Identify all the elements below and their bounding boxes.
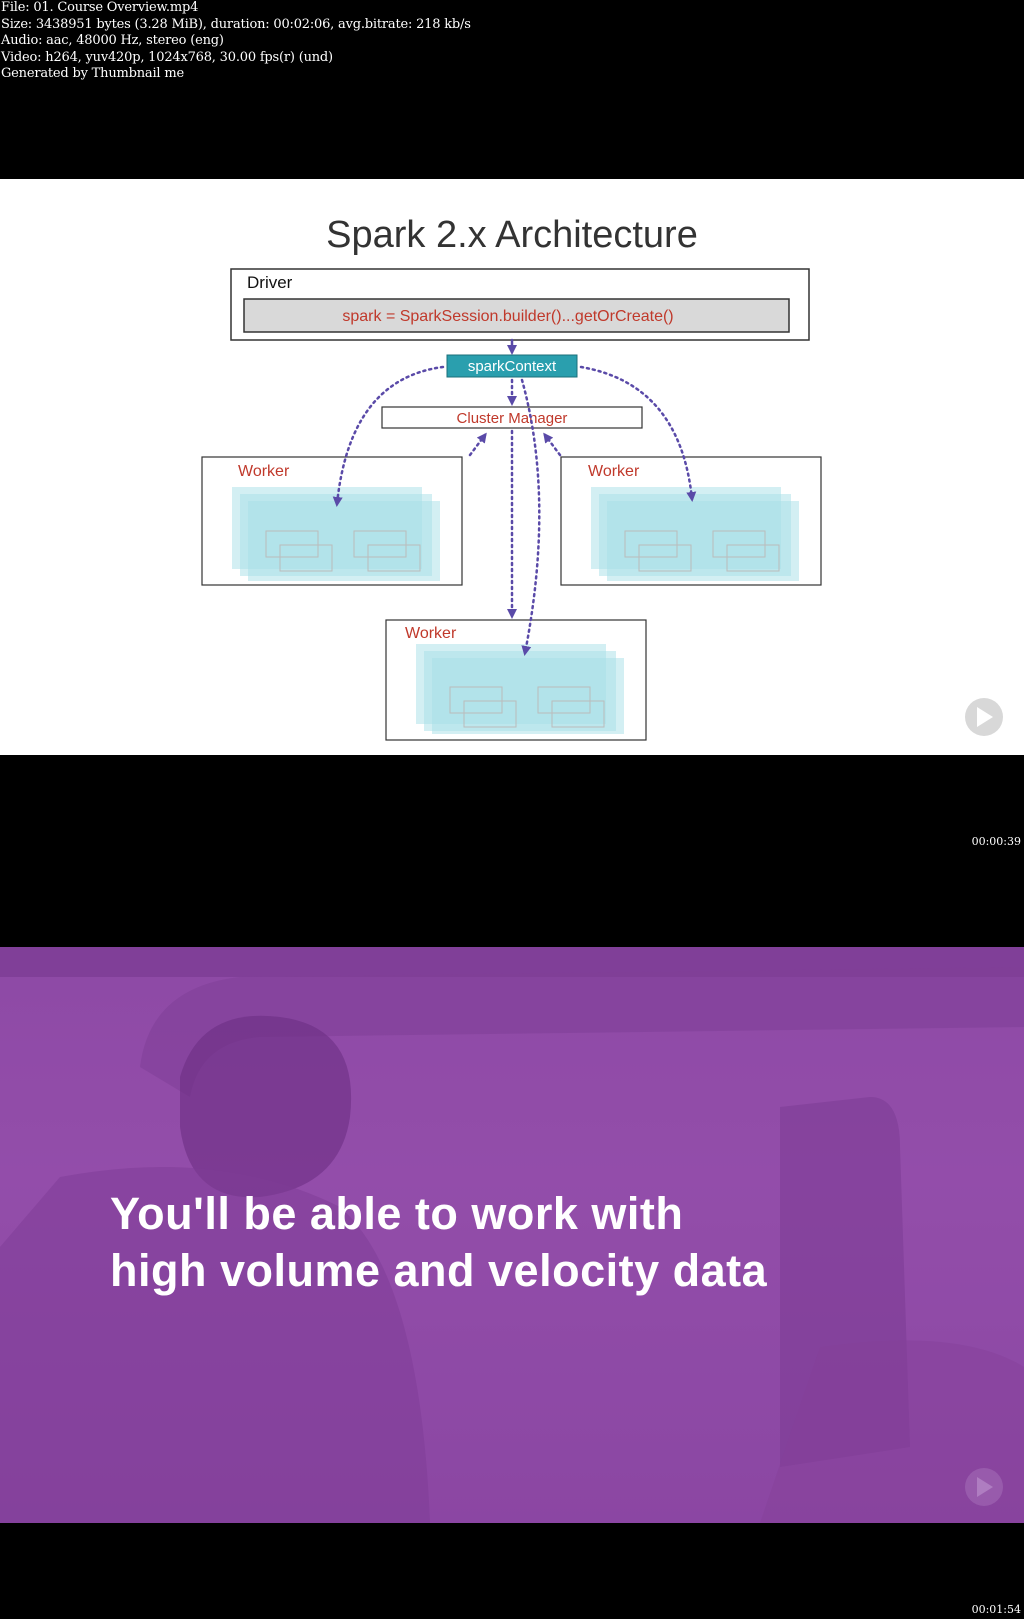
play-icon[interactable] [965,698,1003,736]
file-size: Size: 3438951 bytes (3.28 MiB), duration… [1,16,471,32]
cluster-manager-label: Cluster Manager [457,410,568,427]
worker-left: Worker [201,456,463,586]
file-info: File: 01. Course Overview.mp4 Size: 3438… [1,0,471,83]
slide-title: Spark 2.x Architecture [326,214,698,256]
worker-left-label: Worker [238,463,290,480]
audio-info: Audio: aac, 48000 Hz, stereo (eng) [1,33,224,49]
play-icon-faded[interactable] [965,1468,1003,1506]
timestamp-frame2: 00:01:54 [971,1603,1021,1616]
worker-bottom-label: Worker [405,625,457,642]
video-frame-promo: You'll be able to work with high volume … [0,947,1024,1523]
promo-caption: You'll be able to work with high volume … [110,1185,767,1299]
video-info: Video: h264, yuv420p, 1024x768, 30.00 fp… [1,49,333,65]
code-text: spark = SparkSession.builder()...getOrCr… [342,308,673,325]
caption-line-2: high volume and velocity data [110,1245,768,1296]
video-frame-architecture: Spark 2.x Architecture Driver spark = Sp… [0,179,1024,755]
worker-bottom: Worker [385,619,647,741]
worker-right-label: Worker [588,463,640,480]
cluster-manager-box [381,406,643,429]
timestamp-frame1: 00:00:39 [971,835,1021,848]
architecture-diagram: Spark 2.x Architecture Driver spark = Sp… [201,214,1003,741]
background-photo [0,947,1024,1523]
code-box [243,298,790,333]
caption-line-1: You'll be able to work with [110,1188,684,1239]
driver-label: Driver [247,273,293,292]
dataflow-arrows [332,338,697,656]
worker-right: Worker [560,456,822,586]
file-name: File: 01. Course Overview.mp4 [1,0,199,15]
spark-context-box [446,354,578,378]
generator-info: Generated by Thumbnail me [1,66,184,82]
spark-context-label: sparkContext [468,358,557,375]
